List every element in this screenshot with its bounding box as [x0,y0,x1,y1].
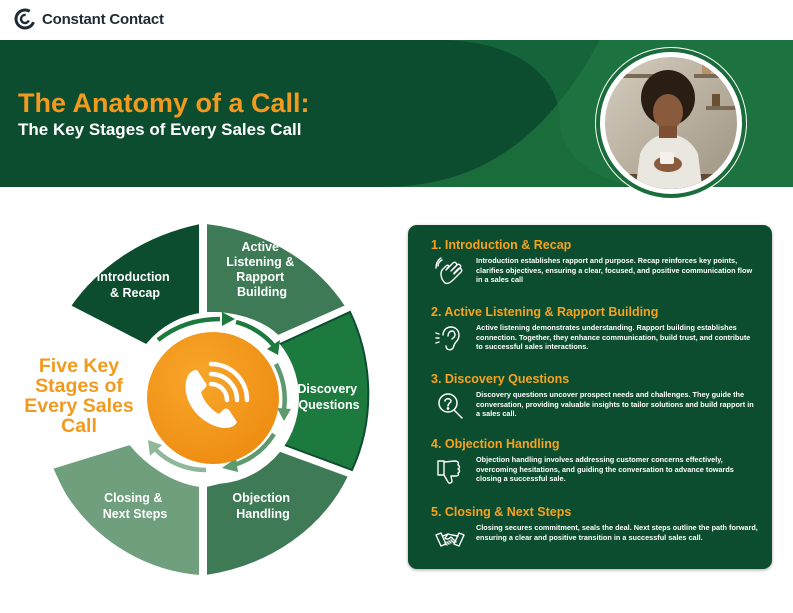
stage-title: 2. Active Listening & Rapport Building [431,305,659,319]
stages-wheel: Introduction & Recap Active Listening & … [50,221,370,578]
segment-label-introduction: Introduction & Recap [97,270,173,300]
stage-title: 5. Closing & Next Steps [431,505,572,519]
waving-hand-icon [435,257,463,285]
page-subtitle: The Key Stages of Every Sales Call [18,120,302,139]
constant-contact-logo-icon [14,8,36,30]
handshake-icon [435,532,465,547]
stages-panel: 1. Introduction & Recap Introduction est… [408,225,772,569]
segment-label-objection: Objection Handling [232,491,293,521]
wheel-center-title: Five Key Stages of Every Sales Call [24,355,134,437]
ear-icon [435,326,460,351]
stage-description: Active listening demonstrates understand… [476,323,751,352]
segment-label-closing: Closing & Next Steps [103,491,168,521]
phone-call-icon [185,361,250,428]
stage-description: Objection handling involves addressing c… [476,455,734,484]
brand-name: Constant Contact [42,10,164,28]
cycle-arrows [148,312,291,473]
segment-closing-next-steps [50,442,201,578]
magnifier-question-icon [438,393,463,419]
stage-title: 4. Objection Handling [431,437,560,451]
woman-portrait-photo [595,47,747,199]
brand-logo: Constant Contact [14,8,164,30]
segment-label-active-listening: Active Listening & Rapport Building [226,240,298,299]
segment-label-discovery: Discovery Questions [297,382,360,412]
thumbs-down-icon [437,460,461,484]
stage-title: 1. Introduction & Recap [431,238,572,252]
stage-description: Introduction establishes rapport and pur… [476,256,753,285]
stage-description: Closing secures commitment, seals the de… [476,523,758,542]
stage-title: 3. Discovery Questions [431,372,570,386]
stage-description: Discovery questions uncover prospect nee… [476,390,754,419]
page-title: The Anatomy of a Call: [18,88,310,118]
wheel-segments [50,221,370,578]
